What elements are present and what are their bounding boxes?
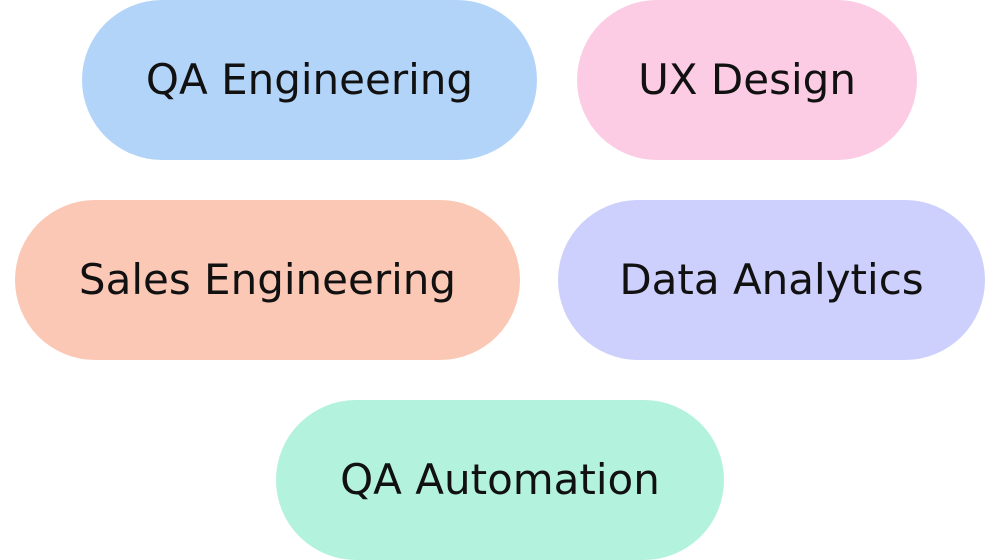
tag-qa-automation[interactable]: QA Automation (276, 400, 724, 560)
tag-qa-engineering[interactable]: QA Engineering (82, 0, 537, 160)
tag-label: QA Engineering (145, 55, 474, 104)
tag-label: Data Analytics (619, 255, 924, 304)
tag-sales-engineering[interactable]: Sales Engineering (15, 200, 520, 360)
tag-label: QA Automation (340, 455, 660, 504)
tag-label: UX Design (638, 55, 856, 104)
tag-label: Sales Engineering (78, 255, 457, 304)
tag-ux-design[interactable]: UX Design (577, 0, 917, 160)
tag-data-analytics[interactable]: Data Analytics (558, 200, 985, 360)
